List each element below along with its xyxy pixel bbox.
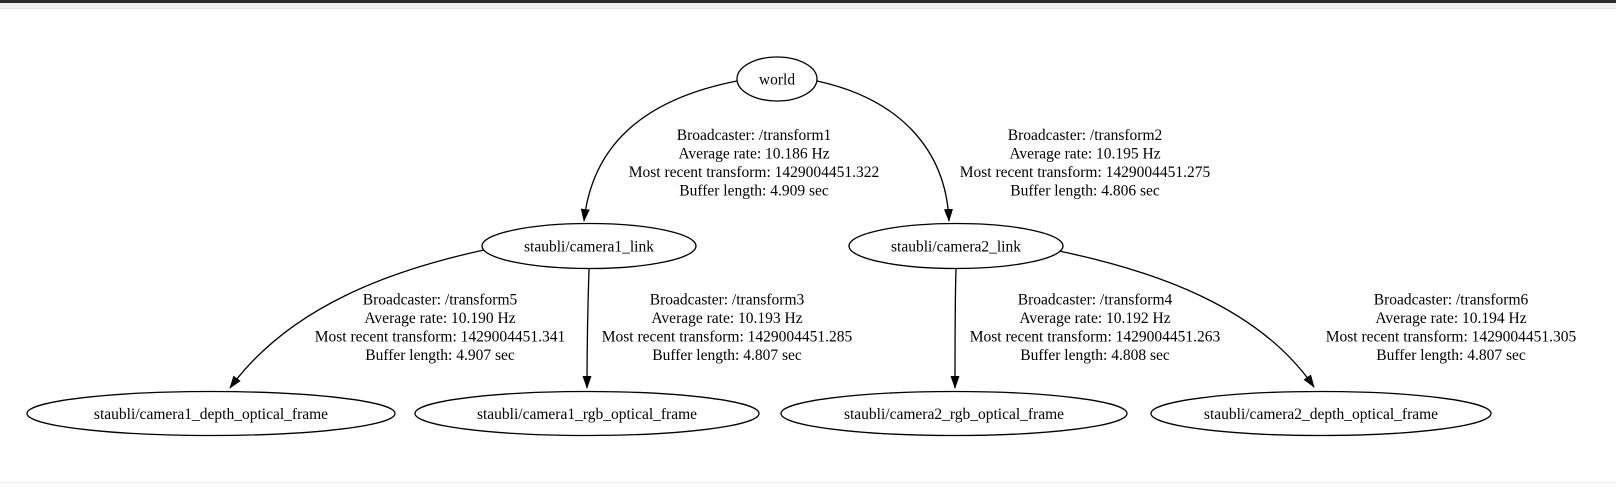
edge-label: Broadcaster: /transform2 Average rate: 1…	[960, 127, 1211, 200]
edge-camera1-link-to-camera1-rgb: Broadcaster: /transform3 Average rate: 1…	[582, 268, 853, 389]
edge-label-most-recent-transform: Most recent transform: 1429004451.275	[960, 164, 1211, 181]
edge-label-most-recent-transform: Most recent transform: 1429004451.305	[1326, 329, 1577, 346]
edge-label-most-recent-transform: Most recent transform: 1429004451.341	[315, 329, 566, 346]
node-camera1-depth-optical-frame: staubli/camera1_depth_optical_frame	[26, 390, 396, 437]
edge-label-average-rate: Average rate: 10.186 Hz	[678, 146, 829, 163]
edge-label-buffer-length: Buffer length: 4.806 sec	[1010, 183, 1160, 200]
node-camera2-rgb-optical-frame: staubli/camera2_rgb_optical_frame	[780, 390, 1128, 437]
node-camera1-link: staubli/camera1_link	[481, 222, 697, 270]
edge-label-average-rate: Average rate: 10.192 Hz	[1019, 310, 1170, 327]
edge-label: Broadcaster: /transform6 Average rate: 1…	[1326, 292, 1577, 365]
edge-camera2-link-to-camera2-depth: Broadcaster: /transform6 Average rate: 1…	[1058, 250, 1577, 388]
node-camera2-link: staubli/camera2_link	[848, 222, 1064, 270]
edge-label-broadcaster: Broadcaster: /transform3	[650, 292, 805, 309]
edge-label-buffer-length: Buffer length: 4.907 sec	[365, 347, 515, 364]
node-label: staubli/camera1_rgb_optical_frame	[477, 406, 697, 423]
edge-camera2-link-to-camera2-rgb: Broadcaster: /transform4 Average rate: 1…	[950, 268, 1221, 389]
window-top-border	[0, 0, 1616, 3]
edge-label-broadcaster: Broadcaster: /transform2	[1008, 127, 1163, 144]
edge-label-most-recent-transform: Most recent transform: 1429004451.322	[629, 164, 880, 181]
edge-label-broadcaster: Broadcaster: /transform1	[677, 127, 832, 144]
edge-label-buffer-length: Buffer length: 4.808 sec	[1020, 347, 1170, 364]
edge-label-average-rate: Average rate: 10.193 Hz	[651, 310, 802, 327]
node-label: staubli/camera2_depth_optical_frame	[1204, 406, 1438, 423]
edge-label-average-rate: Average rate: 10.195 Hz	[1009, 146, 1160, 163]
edge-label: Broadcaster: /transform3 Average rate: 1…	[602, 292, 853, 365]
window-bottom-edge	[0, 482, 1616, 487]
node-camera2-depth-optical-frame: staubli/camera2_depth_optical_frame	[1150, 390, 1492, 437]
edge-label-most-recent-transform: Most recent transform: 1429004451.263	[970, 329, 1221, 346]
edge-label-buffer-length: Buffer length: 4.909 sec	[679, 183, 829, 200]
node-camera1-rgb-optical-frame: staubli/camera1_rgb_optical_frame	[414, 390, 760, 437]
edge-label: Broadcaster: /transform4 Average rate: 1…	[970, 292, 1221, 365]
node-label: staubli/camera1_link	[524, 239, 654, 256]
edge-label-average-rate: Average rate: 10.190 Hz	[364, 310, 515, 327]
edge-label-broadcaster: Broadcaster: /transform5	[363, 292, 518, 309]
edge-label-average-rate: Average rate: 10.194 Hz	[1375, 310, 1526, 327]
node-label: staubli/camera1_depth_optical_frame	[94, 406, 328, 423]
window-top-strip	[0, 3, 1616, 9]
edge-camera1-link-to-camera1-depth: Broadcaster: /transform5 Average rate: 1…	[229, 249, 566, 389]
edge-world-to-camera1-link: Broadcaster: /transform1 Average rate: 1…	[580, 80, 880, 222]
node-label: staubli/camera2_link	[891, 239, 1021, 256]
node-label: world	[759, 72, 795, 89]
node-label: staubli/camera2_rgb_optical_frame	[844, 406, 1064, 423]
edge-label: Broadcaster: /transform1 Average rate: 1…	[629, 127, 880, 200]
node-world: world	[736, 56, 818, 102]
edge-label-buffer-length: Buffer length: 4.807 sec	[1376, 347, 1526, 364]
edge-label-broadcaster: Broadcaster: /transform6	[1374, 292, 1529, 309]
edge-label: Broadcaster: /transform5 Average rate: 1…	[315, 292, 566, 365]
edge-label-most-recent-transform: Most recent transform: 1429004451.285	[602, 329, 853, 346]
edge-label-buffer-length: Buffer length: 4.807 sec	[652, 347, 802, 364]
edge-world-to-camera2-link: Broadcaster: /transform2 Average rate: 1…	[816, 80, 1211, 222]
edge-label-broadcaster: Broadcaster: /transform4	[1018, 292, 1173, 309]
